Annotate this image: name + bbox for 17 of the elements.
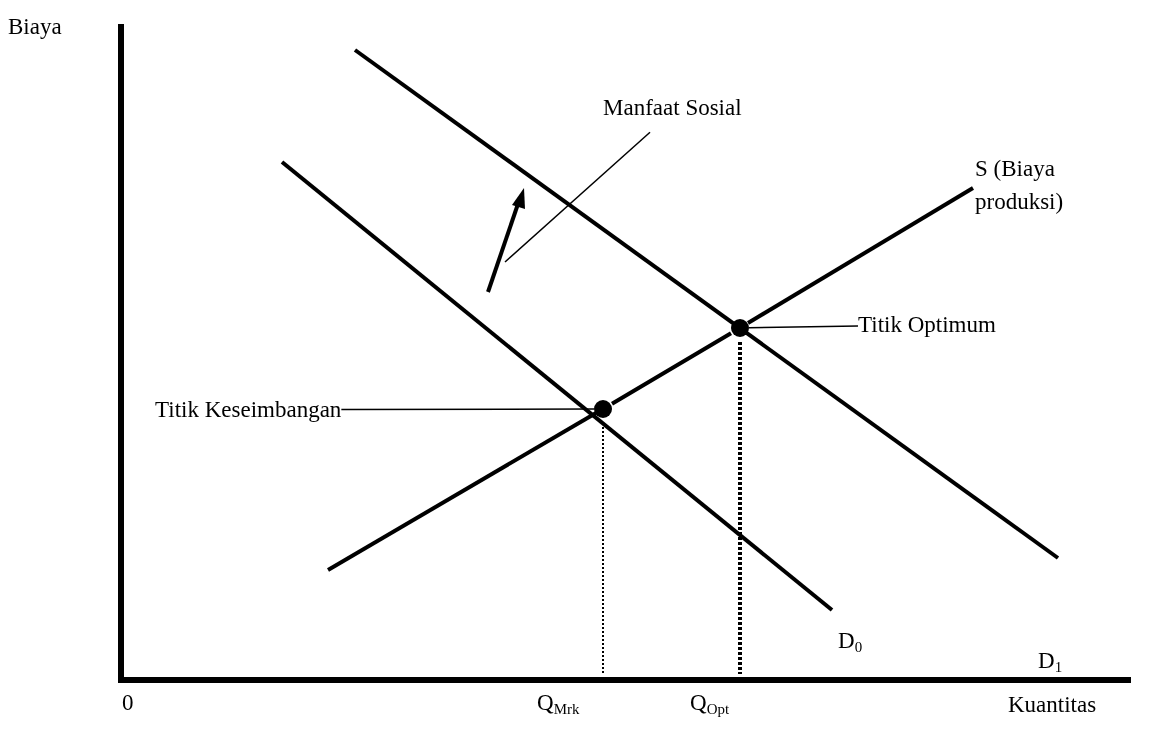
curve-label: D$_{0}$ bbox=[838, 628, 863, 654]
annotation-label: Titik Optimum bbox=[858, 312, 996, 338]
quantity-label: Q$_{Mrk}$ bbox=[537, 690, 580, 716]
curve-label: D$_{1}$ bbox=[1038, 648, 1063, 674]
annotation-label: Titik Keseimbangan bbox=[155, 397, 342, 423]
supply-curve-segment bbox=[611, 331, 732, 406]
quantity-label: Q$_{Opt}$ bbox=[690, 690, 730, 716]
intersection-point bbox=[594, 400, 612, 418]
annotation-label: Manfaat Sosial bbox=[603, 95, 742, 121]
axis-label: Kuantitas bbox=[1008, 692, 1097, 718]
leader-line bbox=[340, 408, 595, 411]
intersection-point bbox=[731, 319, 749, 337]
leader-line bbox=[748, 325, 859, 329]
leader-line bbox=[504, 131, 651, 263]
curve-label: S (Biaya produksi) bbox=[975, 155, 1065, 217]
origin-label: 0 bbox=[122, 690, 134, 716]
axis-label: Biaya bbox=[8, 14, 62, 40]
